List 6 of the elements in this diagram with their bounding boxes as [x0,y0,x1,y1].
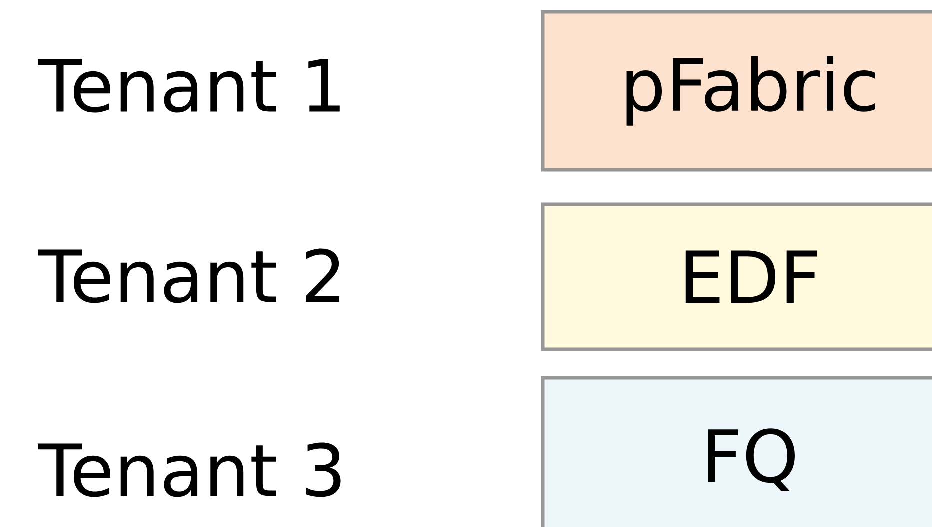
tenant-label: Tenant 2 [38,248,340,304]
tenant-label: Tenant 3 [38,442,341,498]
algorithm-box: FQ [541,376,932,527]
algorithm-box: pFabric [541,10,932,172]
algorithm-box: EDF [541,202,932,352]
tenant-label: Tenant 1 [38,59,340,113]
